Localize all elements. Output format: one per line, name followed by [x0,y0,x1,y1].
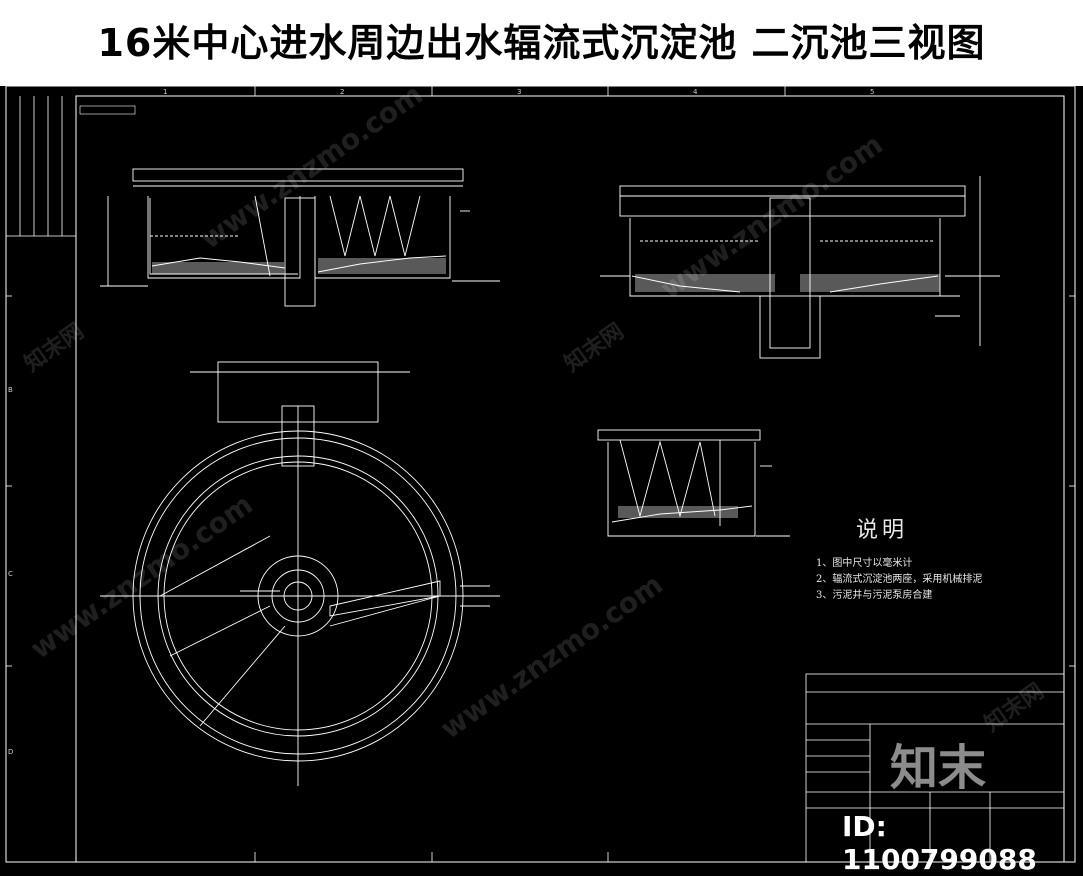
watermark-logo: 知末 [890,740,987,796]
grid-col-label: 4 [693,88,698,96]
grid-col-label: 2 [340,88,344,96]
drawing-code-box [79,105,136,115]
note-item: 1、图中尺寸以毫米计 [816,558,913,569]
section-view-3 [597,429,790,537]
grid-row-label: D [8,748,13,756]
grid-labels: 1 2 3 4 5 B C D [8,88,874,756]
section-view-1 [100,168,500,307]
title-block [805,673,1065,863]
section-view-2 [600,176,1000,359]
grid-col-label: 1 [163,88,167,96]
note-item: 3、污泥井与污泥泵房合建 [816,590,933,601]
grid-col-label: 3 [517,88,521,96]
binding-strip [6,96,76,237]
grid-row-label: B [8,386,13,394]
plan-view [100,361,500,786]
grid-ticks [6,86,1075,862]
page-title: 16米中心进水周边出水辐流式沉淀池 二沉池三视图 [0,0,1083,86]
cad-drawing: 1 2 3 4 5 B C D [5,86,1076,863]
gravel-fill [152,258,940,518]
note-item: 2、辐流式沉淀池两座，采用机械排泥 [816,574,983,585]
inner-frame [75,95,1065,863]
grid-col-label: 5 [870,88,874,96]
watermark-id: ID: 1100799088 [842,810,1037,876]
grid-row-label: C [8,570,13,578]
notes-panel: 说明 1、图中尺寸以毫米计 2、辐流式沉淀池两座，采用机械排泥 3、污泥井与污泥… [816,512,982,604]
notes-heading: 说明 [856,518,909,543]
